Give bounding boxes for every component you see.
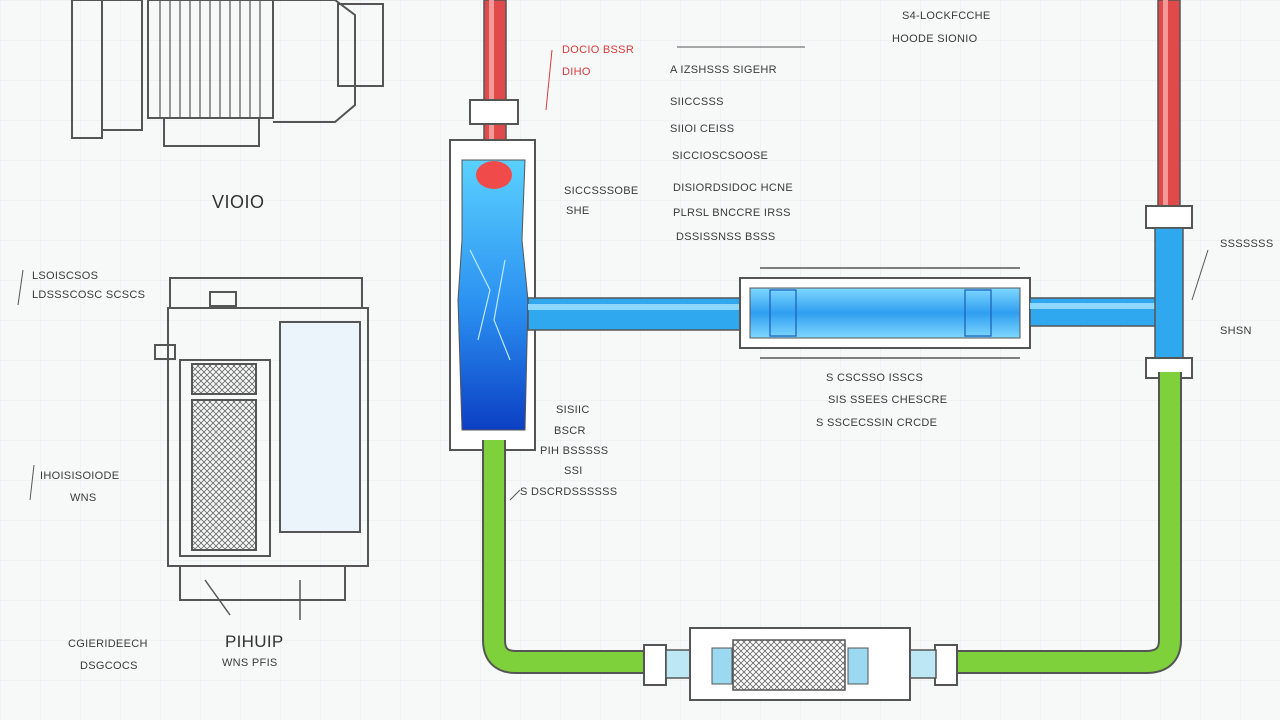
top-right-label-2: HOODE SIONIO bbox=[892, 33, 978, 45]
outlet-label-4: SSI bbox=[564, 465, 583, 477]
filter-label-3: S SSCECSSIN CRCDE bbox=[816, 417, 938, 429]
outlet-label-1: SISIIC bbox=[556, 404, 590, 416]
inline-filter bbox=[643, 627, 958, 701]
red-label-2: DIHO bbox=[562, 66, 591, 78]
main-tank bbox=[449, 139, 536, 451]
pump-caption: PIHUIP bbox=[225, 632, 284, 651]
heat-exchanger bbox=[739, 267, 1031, 359]
hot-supply-pipe bbox=[483, 0, 507, 161]
inlet-coupling bbox=[469, 99, 519, 125]
leader-lines bbox=[17, 46, 1209, 501]
callout-1: A IZSHSSS SIGEHR bbox=[670, 64, 777, 76]
callout-3: SIIOI CEISS bbox=[670, 123, 735, 135]
outlet-label-5: S DSCRDSSSSSS bbox=[520, 486, 618, 498]
callout-4: SICCIOSCSOOSE bbox=[672, 150, 769, 162]
tank-label-1: SICCSSSOBE bbox=[564, 185, 639, 197]
red-label-1: DOCIO BSSR bbox=[562, 44, 635, 56]
right-label-2: SHSN bbox=[1220, 325, 1252, 337]
pump-subcaption: WNS PFIS bbox=[222, 657, 278, 669]
outlet-label-3: PIH BSSSSS bbox=[540, 445, 609, 457]
tank-label-2: SHE bbox=[566, 205, 590, 217]
bottom-left-label-2: DSGCOCS bbox=[80, 660, 138, 672]
cold-pipe bbox=[527, 297, 751, 331]
top-right-label-1: S4-LOCKFCCHE bbox=[902, 10, 991, 22]
right-label-1: SSSSSSS bbox=[1220, 238, 1274, 250]
bottom-left-label-1: CGIERIDEECH bbox=[68, 638, 148, 650]
pump-unit bbox=[154, 277, 369, 620]
callout-2: SIICCSSS bbox=[670, 96, 724, 108]
left-label-2: LDSSSCOSC SCSCS bbox=[32, 289, 146, 301]
callout-5: DISIORDSIDOC HCNE bbox=[673, 182, 793, 194]
filter-label-2: SIS SSEES CHESCRE bbox=[828, 394, 948, 406]
motor-caption: VIOIO bbox=[212, 192, 265, 212]
left-label-1: LSOISCSOS bbox=[32, 270, 99, 282]
left-label-3: IHOISISOIODE bbox=[40, 470, 120, 482]
return-pipe bbox=[482, 372, 1182, 674]
right-riser bbox=[1145, 0, 1193, 379]
outlet-label-2: BSCR bbox=[554, 425, 586, 437]
filter-label-1: S CSCSSO ISSCS bbox=[826, 372, 924, 384]
callout-7: DSSISSNSS BSSS bbox=[676, 231, 776, 243]
callout-6: PLRSL BNCCRE IRSS bbox=[673, 207, 791, 219]
motor-unit bbox=[71, 0, 384, 147]
cold-pipe-right bbox=[1029, 297, 1161, 327]
left-label-4: WNS bbox=[70, 492, 97, 504]
